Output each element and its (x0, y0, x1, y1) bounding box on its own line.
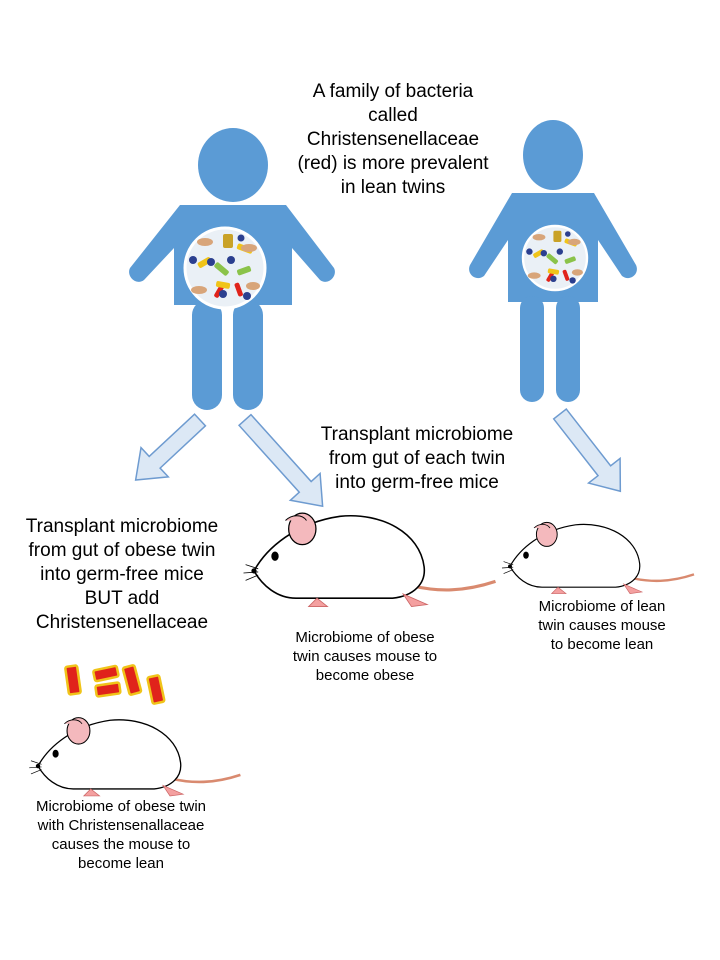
transplant-each-twin-caption: Transplant microbiome from gut of each t… (320, 424, 514, 493)
christensenellaceae-mouse-icon (27, 716, 242, 798)
lean-twin-gut-microbiome-icon (521, 224, 589, 292)
christensenellaceae-bacteria-icon (64, 664, 166, 705)
arrow-to-christensenellaceae-mouse-icon (134, 413, 207, 481)
top-caption: A family of bacteria called Christensene… (297, 81, 489, 198)
lean-mouse-caption: Microbiome of lean twin causes mouse to … (538, 598, 666, 653)
arrow-to-lean-mouse-icon (552, 408, 622, 493)
arrow-to-obese-mouse-icon (237, 413, 324, 508)
transplant-obese-twin-caption: Transplant microbiome from gut of obese … (25, 516, 219, 633)
obese-twin-gut-microbiome-icon (183, 226, 267, 310)
obese-mouse-caption: Microbiome of obese twin causes mouse to… (292, 629, 438, 684)
obese-mouse-icon (241, 511, 498, 609)
christensenellaceae-mouse-caption: Microbiome of obese twin with Christense… (35, 798, 207, 872)
lean-mouse-icon (500, 521, 696, 595)
